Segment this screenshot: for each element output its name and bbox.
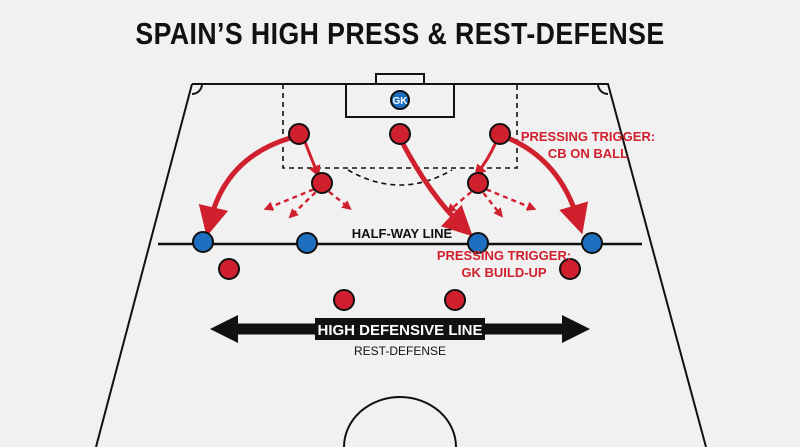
lane-arrow xyxy=(446,185,479,214)
penalty-box xyxy=(282,84,518,169)
press-arrow-left-inner xyxy=(303,140,321,178)
red-player-marker xyxy=(333,289,355,311)
red-player-marker xyxy=(467,172,489,194)
trigger-gk-label-line2: GK BUILD-UP xyxy=(461,265,547,280)
lane-arrow xyxy=(477,185,503,218)
arrowhead-left xyxy=(210,315,238,343)
blue-player-marker xyxy=(296,232,318,254)
rest-defense-label: REST-DEFENSE xyxy=(354,344,446,358)
halfway-line-label: HALF-WAY LINE xyxy=(352,226,453,241)
corner-arc-left xyxy=(191,83,203,95)
lane-arrow xyxy=(477,184,537,211)
passing-lane-arrows xyxy=(263,184,537,219)
red-player-marker xyxy=(444,289,466,311)
red-player-marker xyxy=(559,258,581,280)
pitch-lines xyxy=(95,73,707,447)
blue-players xyxy=(192,90,603,254)
diagram-title: SPAIN’S HIGH PRESS & REST-DEFENSE xyxy=(135,16,665,51)
goalkeeper-marker xyxy=(390,90,410,110)
defensive-line-arrow xyxy=(210,315,590,343)
defensive-line-label-bg xyxy=(315,318,485,340)
penalty-arc xyxy=(347,169,453,186)
pressing-arrows xyxy=(198,135,589,237)
pitch-outline xyxy=(95,83,707,447)
gk-label: GK xyxy=(393,96,409,107)
red-player-marker xyxy=(288,123,310,145)
six-yard-box xyxy=(345,84,455,118)
red-player-marker xyxy=(489,123,511,145)
trigger-gk-label-line1: PRESSING TRIGGER: xyxy=(437,248,571,263)
press-arrow-right-inner xyxy=(474,140,498,177)
red-player-marker xyxy=(389,123,411,145)
blue-player-marker xyxy=(192,231,214,253)
defensive-line-label: HIGH DEFENSIVE LINE xyxy=(317,322,482,339)
red-player-marker xyxy=(311,172,333,194)
blue-player-marker xyxy=(581,232,603,254)
blue-player-marker xyxy=(467,232,489,254)
goal xyxy=(375,73,425,85)
press-arrow-center xyxy=(399,139,473,237)
red-players xyxy=(218,123,581,311)
red-player-marker xyxy=(218,258,240,280)
lane-arrow xyxy=(263,184,323,211)
press-arrow-left xyxy=(198,135,293,237)
corner-arc-right xyxy=(597,83,609,95)
trigger-cb-label-line1: PRESSING TRIGGER: xyxy=(521,129,655,144)
center-circle xyxy=(343,396,457,447)
trigger-cb-label-line2: CB ON BALL xyxy=(548,146,628,161)
lane-arrow xyxy=(321,185,352,211)
press-arrow-right xyxy=(505,135,589,235)
arrowhead-right xyxy=(562,315,590,343)
lane-arrow xyxy=(288,185,323,219)
